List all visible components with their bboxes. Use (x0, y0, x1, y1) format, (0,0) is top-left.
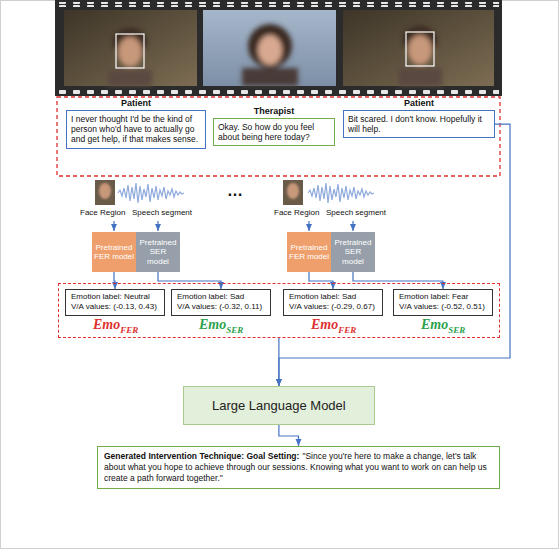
flow-arrow (279, 124, 510, 386)
emotion-symbol: EmoSER (199, 317, 243, 335)
flow-arrow (309, 272, 333, 289)
llm-name: Large Language Model (212, 398, 346, 413)
therapist-utterance: TherapistOkay. So how do you feel about … (213, 105, 335, 146)
emotion-box: Emotion label: NeutralV/A values: (-0.13… (65, 289, 165, 316)
input-label: Face Region (80, 208, 125, 217)
emotion-value: Emotion label: Fear (399, 292, 487, 302)
emotion-value: Emotion label: Neutral (71, 292, 159, 302)
flow-arrow (158, 272, 221, 289)
input-label: Speech segment (132, 208, 192, 217)
utterance-text: Okay. So how do you feel about being her… (218, 122, 314, 142)
ellipsis: … (227, 182, 243, 200)
output-box: Generated Intervention Technique: Goal S… (97, 446, 500, 489)
emotion-symbol-base: Emo (93, 317, 120, 332)
emotion-symbol-subscript: SER (226, 325, 243, 335)
model-name: Pretrained FER model (289, 243, 329, 261)
emotion-box: Emotion label: FearV/A values: (-0.52, 0… (393, 289, 493, 316)
speech-waveform (308, 183, 374, 203)
utterance-box: Okay. So how do you feel about being her… (213, 118, 335, 146)
emotion-value: Emotion label: Sad (177, 292, 265, 302)
emotion-symbol: EmoSER (421, 317, 465, 335)
fer-model-box: Pretrained FER model (287, 232, 331, 272)
model-name: Pretrained FER model (94, 243, 134, 261)
ser-model-box: Pretrained SER model (136, 232, 180, 272)
emotion-symbol-subscript: FER (338, 325, 356, 335)
flow-arrow (279, 425, 299, 446)
output-text: Generated Intervention Technique: Goal S… (104, 451, 493, 484)
speaker-heading: Patient (343, 97, 495, 110)
emotion-value: V/A values: (-0.13, 0.43) (71, 302, 159, 312)
emotion-group: EmoFEREmoSEREmoFEREmoSEREmotion label: N… (58, 283, 500, 338)
emotion-value: V/A values: (-0.29, 0.67) (289, 302, 377, 312)
flow-arrow (353, 272, 443, 289)
technique-name: Generated Intervention Technique: Goal S… (104, 451, 299, 461)
emotion-value: Emotion label: Sad (289, 292, 377, 302)
emotion-symbol-base: Emo (311, 317, 338, 332)
model-name: Pretrained SER model (138, 238, 178, 266)
utterance-box: Bit scared. I don't know. Hopefully it w… (343, 110, 495, 138)
emotion-symbol: EmoFER (311, 317, 356, 335)
utterance-text: Bit scared. I don't know. Hopefully it w… (348, 114, 482, 134)
input-label: Speech segment (326, 208, 386, 217)
speech-waveform (118, 183, 184, 203)
flow-arrow (114, 272, 115, 289)
input-label: Face Region (274, 208, 319, 217)
speaker-heading: Patient (66, 97, 206, 110)
emotion-symbol-base: Emo (421, 317, 448, 332)
film-strip (55, 0, 502, 96)
fer-model-box: Pretrained FER model (92, 232, 136, 272)
model-name: Pretrained SER model (333, 238, 373, 266)
input-arrows (114, 221, 353, 231)
face-thumbnail (95, 180, 115, 205)
emotion-symbol-subscript: SER (448, 325, 465, 335)
emotion-box: Emotion label: SadV/A values: (-0.32, 0.… (171, 289, 271, 316)
emotion-value: V/A values: (-0.32, 0.11) (177, 302, 265, 312)
patient-utterance: PatientBit scared. I don't know. Hopeful… (343, 97, 495, 138)
llm-box: Large Language Model (183, 386, 375, 425)
emotion-value: V/A values: (-0.52, 0.51) (399, 302, 487, 312)
speaker-heading: Therapist (213, 105, 335, 118)
emotion-symbol-subscript: FER (120, 325, 138, 335)
face-thumbnail (283, 180, 303, 205)
dialogue-frame (57, 97, 500, 176)
ser-model-box: Pretrained SER model (331, 232, 375, 272)
emotion-symbol: EmoFER (93, 317, 138, 335)
emotion-box: Emotion label: SadV/A values: (-0.29, 0.… (283, 289, 383, 316)
utterance-text: I never thought I'd be the kind of perso… (71, 114, 198, 144)
patient-utterance: Patient I never thought I'd be the kind o… (66, 97, 206, 149)
emotion-symbol-base: Emo (199, 317, 226, 332)
utterance-box: I never thought I'd be the kind of perso… (66, 110, 206, 149)
